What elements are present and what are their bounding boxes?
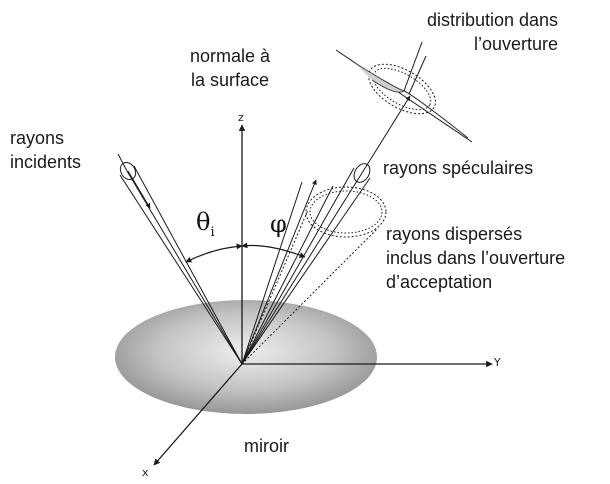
phi-symbol: φ (270, 210, 287, 238)
specular-rays-label-text: rayons spéculaires (383, 158, 534, 178)
mirror-label-text: miroir (244, 436, 289, 456)
y-axis-label: Y (494, 356, 501, 369)
phi-angle-label: φ (270, 210, 287, 238)
surface-normal-label: normale à la surface (190, 44, 270, 92)
surface-normal-label-line1: normale à (190, 46, 271, 66)
scattered-rays-label: rayons dispersés inclus dans l’ouverture… (386, 222, 565, 294)
incident-rays-label-line2: incidents (10, 152, 82, 172)
scattered-rays-label-line1: rayons dispersés (386, 224, 523, 244)
surface-normal-label-line2: la surface (191, 70, 270, 90)
distribution-label-line1: distribution dans (426, 10, 559, 30)
specular-rays-label: rayons spéculaires (383, 156, 533, 180)
scattered-rays-label-line2: inclus dans l’ouverture (386, 248, 566, 268)
x-axis (153, 363, 243, 466)
incident-beam (117, 153, 243, 365)
z-axis-label: z (238, 111, 244, 124)
mirror-label: miroir (244, 434, 289, 458)
incident-rays-label-line1: rayons (10, 128, 65, 148)
aperture-distribution (335, 41, 473, 143)
incident-rays-label: rayons incidents (10, 126, 81, 174)
scattered-beam (241, 179, 387, 365)
distribution-label-line2: l’ouverture (474, 34, 559, 54)
theta-symbol: θ (196, 208, 211, 236)
x-axis-label: x (142, 466, 149, 479)
scattered-rays-label-line3: d’acceptation (386, 272, 493, 292)
phi-arc (241, 242, 306, 258)
theta-subscript: i (210, 224, 215, 240)
theta-arc (185, 243, 243, 263)
theta-incidence-label: θi (196, 208, 215, 240)
specular-beam (241, 95, 411, 365)
distribution-label: distribution dans l’ouverture (416, 8, 558, 56)
